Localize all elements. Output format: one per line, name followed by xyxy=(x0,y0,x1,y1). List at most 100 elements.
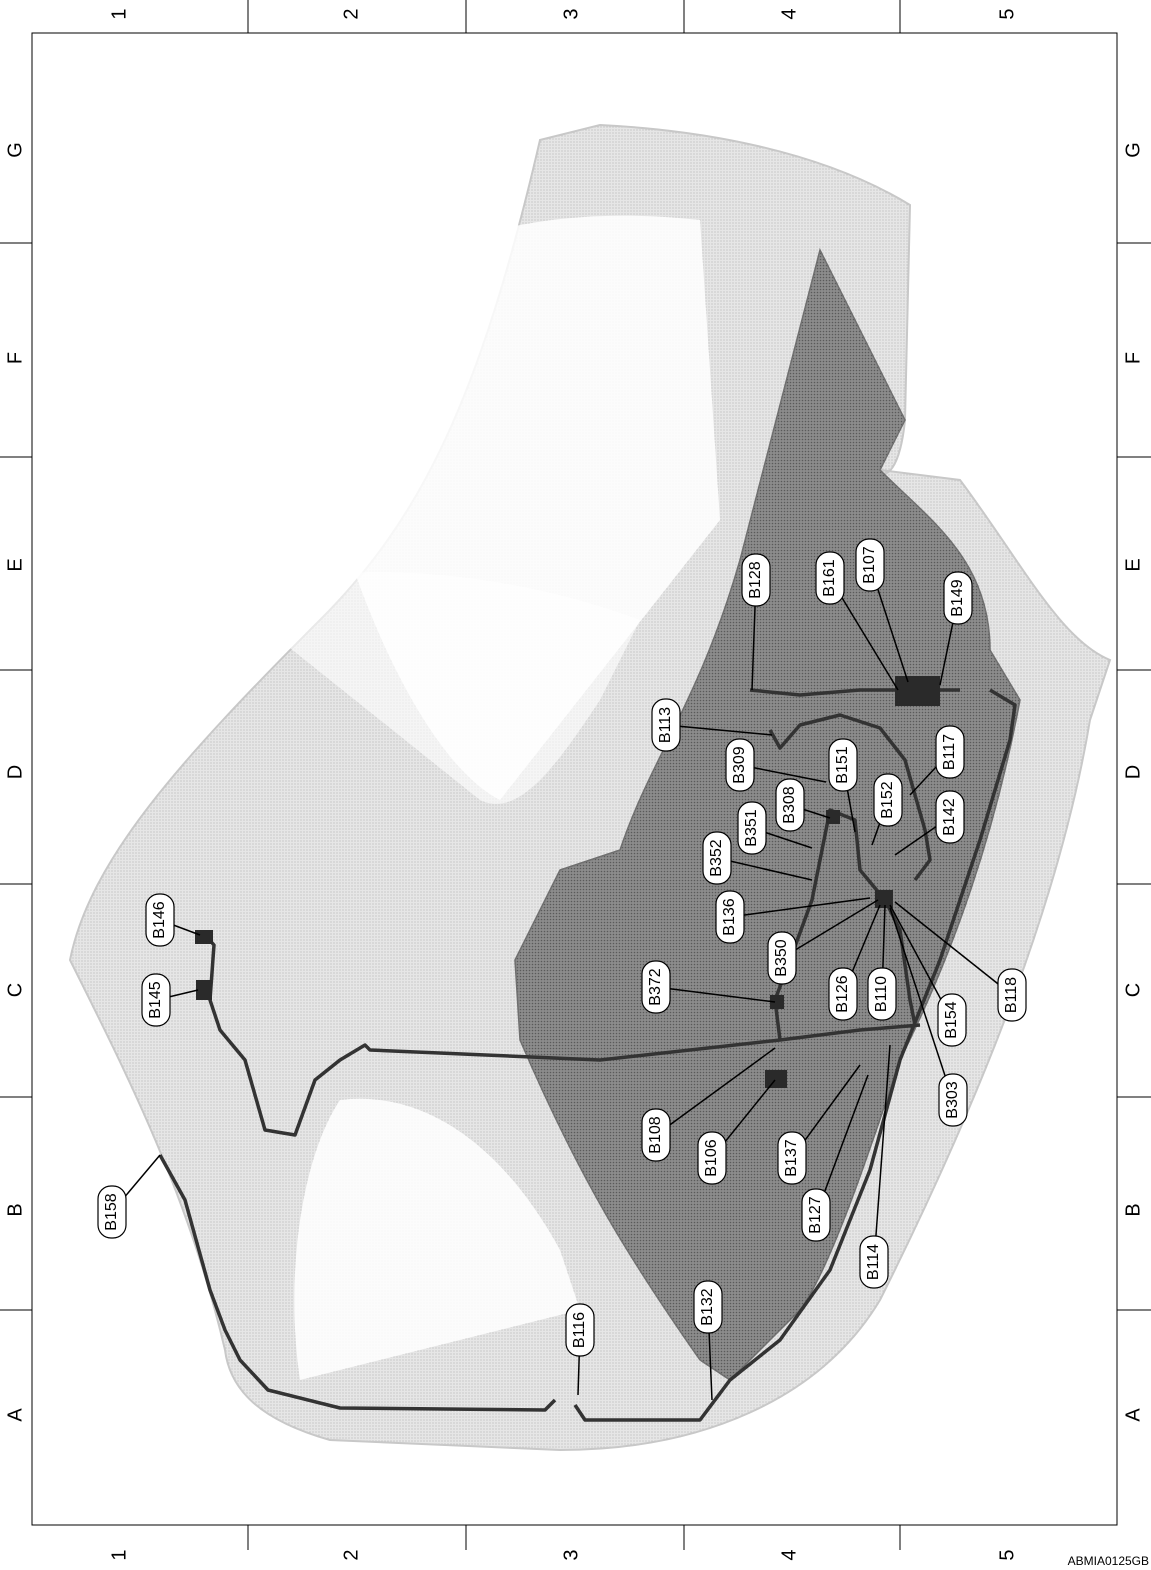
callout-b308: B308 xyxy=(775,778,831,832)
leader-line xyxy=(655,986,776,1003)
grid-letter-left-E: E xyxy=(4,558,26,571)
grid-number-bottom-1: 1 xyxy=(108,1549,130,1560)
grid-letter-right-E: E xyxy=(1122,558,1144,571)
connector-label: B137 xyxy=(783,1139,800,1176)
callout-b128: B128 xyxy=(741,553,771,691)
callout-bubble xyxy=(565,1303,595,1357)
connector-label: B145 xyxy=(147,981,164,1018)
callout-bubble xyxy=(873,773,903,827)
grid-letter-right-G: G xyxy=(1122,142,1144,158)
grid-number-top-1: 1 xyxy=(108,8,130,19)
callout-b116: B116 xyxy=(565,1303,595,1396)
leader-line xyxy=(889,907,954,1101)
connector-label: B116 xyxy=(571,1312,588,1348)
connector-label: B142 xyxy=(941,798,958,835)
grid-number-bottom-2: 2 xyxy=(340,1549,362,1560)
callout-b309: B309 xyxy=(725,738,827,792)
callout-b137: B137 xyxy=(777,1064,861,1185)
grid-number-bottom-4: 4 xyxy=(778,1549,800,1560)
connector-label: B152 xyxy=(879,781,896,818)
callout-b136: B136 xyxy=(715,890,871,944)
grid-letter-left-D: D xyxy=(4,765,26,779)
callout-bubble xyxy=(715,890,745,944)
callout-b106: B106 xyxy=(697,1079,776,1185)
callout-bubble xyxy=(741,553,771,607)
callout-bubble xyxy=(777,1131,807,1185)
callout-bubble xyxy=(859,1235,889,1289)
connector-label: B308 xyxy=(781,786,798,823)
leader-line xyxy=(716,857,813,881)
grid-number-bottom-5: 5 xyxy=(996,1549,1018,1560)
leader-line xyxy=(781,899,879,959)
connector-label: B132 xyxy=(699,1288,716,1325)
callout-bubble xyxy=(702,831,732,885)
connector-label: B106 xyxy=(703,1139,720,1176)
connector-label: B158 xyxy=(103,1193,120,1230)
callout-b114: B114 xyxy=(859,1044,891,1289)
callout-b158: B158 xyxy=(97,1154,161,1239)
grid-letter-left-B: B xyxy=(4,1203,26,1216)
figure-code: ABMIA0125GB xyxy=(1067,1554,1149,1568)
callout-bubble xyxy=(943,571,973,625)
connector-label: B149 xyxy=(949,579,966,616)
callout-bubble xyxy=(937,993,967,1047)
connector-label: B146 xyxy=(151,901,168,938)
grid-letter-right-D: D xyxy=(1122,765,1144,779)
callout-bubble xyxy=(801,1188,831,1242)
grid-letter-right-C: C xyxy=(1122,983,1144,997)
callout-bubble xyxy=(828,967,858,1021)
grid-letter-left-C: C xyxy=(4,983,26,997)
grid-letter-left-F: F xyxy=(4,352,26,364)
callout-bubble xyxy=(641,1108,671,1162)
callout-b152: B152 xyxy=(871,773,903,846)
callout-bubble xyxy=(651,698,681,752)
callout-b145: B145 xyxy=(141,973,199,1027)
connector-label: B117 xyxy=(941,734,958,770)
callout-b113: B113 xyxy=(651,698,773,752)
callout-bubble xyxy=(141,973,171,1027)
grid-letter-right-F: F xyxy=(1122,352,1144,364)
callout-bubble xyxy=(725,738,755,792)
leader-line xyxy=(873,1044,891,1263)
connector-label: B108 xyxy=(647,1116,664,1153)
grid-letter-left-G: G xyxy=(4,142,26,158)
callout-bubble xyxy=(828,738,858,792)
callout-b107: B107 xyxy=(855,538,909,683)
callout-b151: B151 xyxy=(828,738,858,833)
connector-label: B151 xyxy=(834,746,851,783)
connector-label: B372 xyxy=(647,968,664,1005)
callout-bubble xyxy=(867,967,897,1021)
callout-b161: B161 xyxy=(815,551,899,691)
callout-bubble xyxy=(737,801,767,855)
connector-label: B126 xyxy=(834,975,851,1012)
callout-bubble xyxy=(693,1280,723,1334)
callout-bubble xyxy=(855,538,885,592)
connector-label: B113 xyxy=(657,707,674,743)
grid-letter-right-A: A xyxy=(1122,1408,1144,1422)
callout-bubble xyxy=(997,968,1027,1022)
floor-panel xyxy=(514,247,1021,1381)
leader-line xyxy=(665,724,773,736)
callout-b351: B351 xyxy=(737,801,813,855)
connector-label: B154 xyxy=(943,1001,960,1038)
callout-b352: B352 xyxy=(702,831,813,885)
callout-bubble xyxy=(97,1185,127,1239)
leader-line xyxy=(894,901,1013,996)
connector-label: B128 xyxy=(747,561,764,598)
connector-label: B161 xyxy=(821,559,838,596)
grid-number-top-4: 4 xyxy=(778,8,800,19)
callout-bubble xyxy=(775,778,805,832)
callout-b303: B303 xyxy=(889,907,968,1127)
callout-bubble xyxy=(641,960,671,1014)
callout-bubble xyxy=(697,1131,727,1185)
callout-b126: B126 xyxy=(828,904,881,1021)
callout-b372: B372 xyxy=(641,960,776,1014)
connector-blocks xyxy=(195,676,940,1088)
callout-b146: B146 xyxy=(145,893,201,947)
grid-number-top-5: 5 xyxy=(996,8,1018,19)
callout-bubble xyxy=(145,893,175,947)
